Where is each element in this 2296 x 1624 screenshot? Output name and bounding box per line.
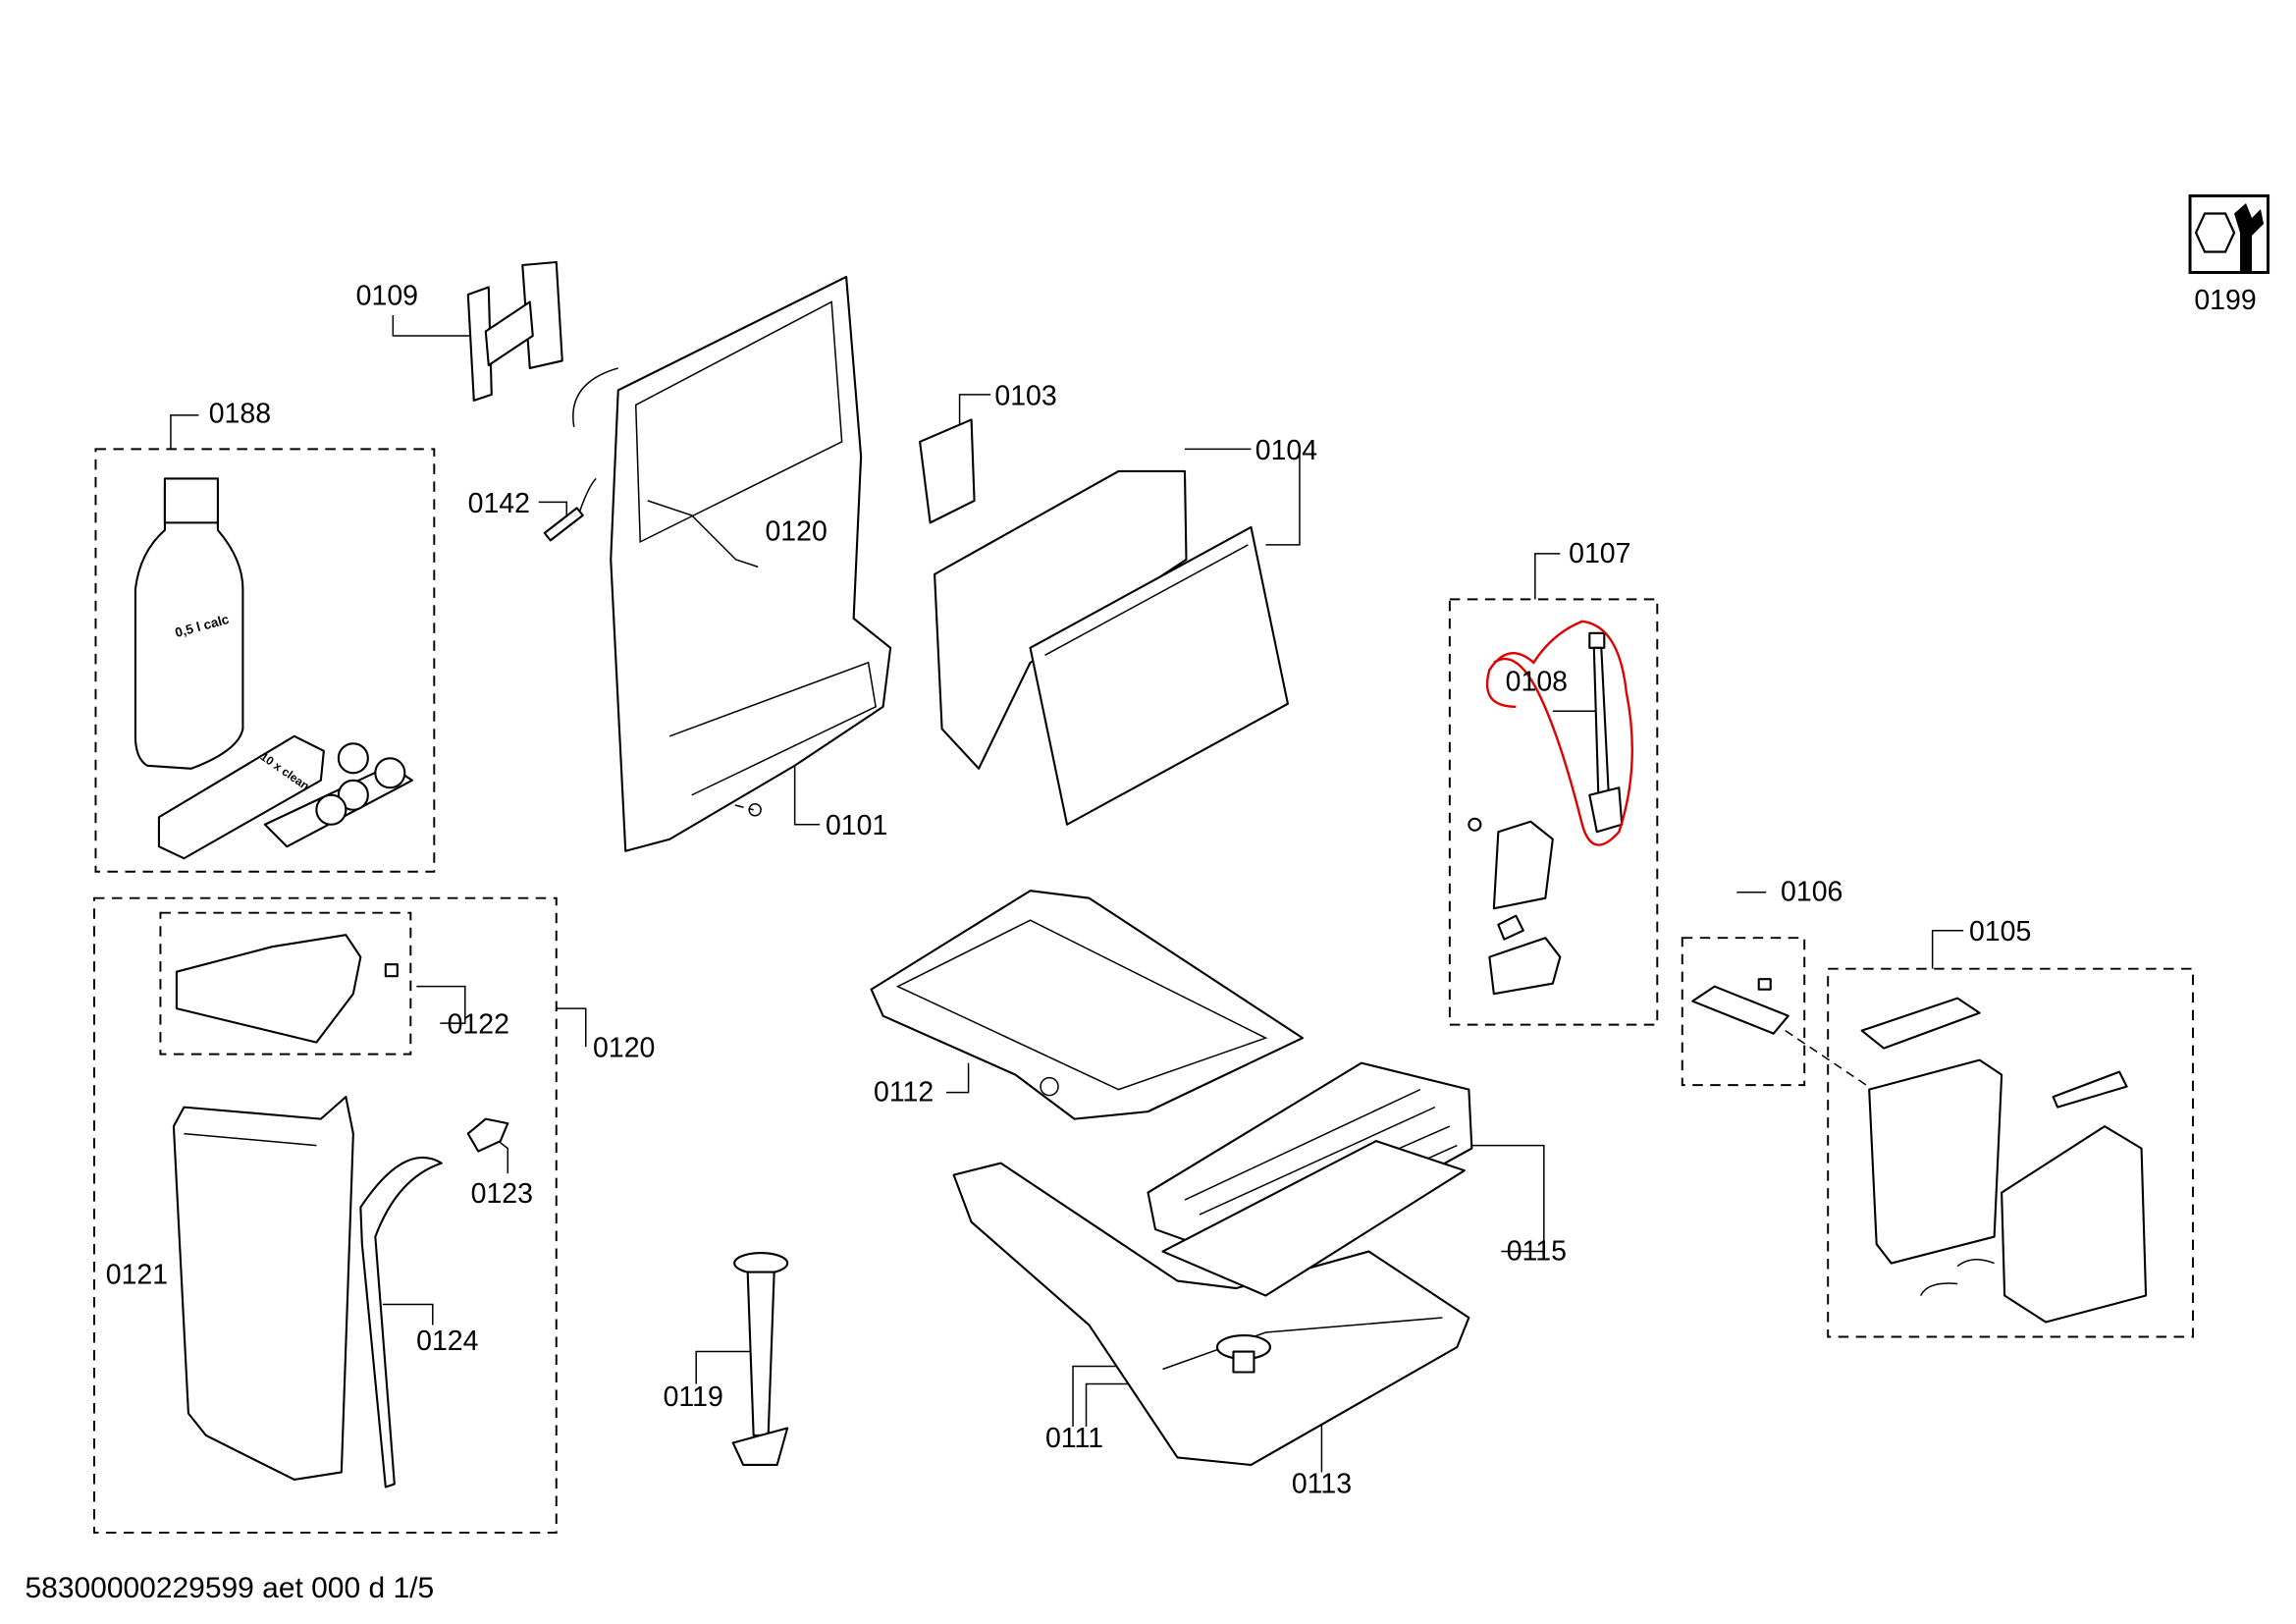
label-0188[interactable]: 0188 <box>209 398 271 429</box>
label-0115[interactable]: 0115 <box>1507 1236 1567 1268</box>
part-0124-hose <box>359 1156 443 1489</box>
part-0106-latch <box>1691 978 1789 1035</box>
part-0113-float <box>1215 1333 1271 1374</box>
label-0109[interactable]: 0109 <box>356 280 418 311</box>
label-0111[interactable]: 0111 <box>1045 1423 1103 1454</box>
label-0122[interactable]: 0122 <box>448 1009 509 1041</box>
group-box-0105 <box>1827 967 2195 1338</box>
label-0124[interactable]: 0124 <box>416 1326 478 1357</box>
label-0120-group[interactable]: 0120 <box>593 1033 655 1064</box>
part-0188-descaler-bottle: 0,5 l calc <box>133 477 244 770</box>
label-0107[interactable]: 0107 <box>1569 538 1630 569</box>
label-0105[interactable]: 0105 <box>1969 916 2031 947</box>
part-0104-panel <box>934 469 1289 826</box>
label-0123[interactable]: 0123 <box>471 1178 533 1210</box>
part-0119-tube <box>731 1252 789 1467</box>
label-0112[interactable]: 0112 <box>874 1077 934 1109</box>
part-0115-grate <box>1147 1061 1473 1297</box>
label-0199[interactable]: 0199 <box>2194 285 2256 316</box>
group-box-0122 <box>159 911 412 1056</box>
part-0109-holder <box>466 260 563 402</box>
part-labels: 0109 0188 0142 0120 0103 0104 0101 0107 … <box>106 280 2257 1499</box>
part-0105-module <box>1860 997 2148 1324</box>
label-0113[interactable]: 0113 <box>1292 1468 1352 1499</box>
tool-icon-0199[interactable] <box>2188 194 2270 274</box>
label-0121[interactable]: 0121 <box>106 1260 168 1291</box>
label-0104[interactable]: 0104 <box>1255 435 1317 466</box>
label-0101[interactable]: 0101 <box>826 810 887 841</box>
group-box-0120 <box>92 896 558 1534</box>
part-0142-sensor <box>543 477 597 542</box>
part-0188-cleaning-tablets: 10 x clean <box>157 734 413 860</box>
part-0112-drip-tray <box>870 890 1304 1120</box>
label-0108[interactable]: 0108 <box>1506 666 1568 697</box>
part-0123-valve <box>466 1117 509 1153</box>
wrench-icon <box>2234 203 2265 271</box>
group-box-0106 <box>1681 937 1806 1087</box>
part-0107-valve-assembly <box>1468 817 1562 996</box>
nut-icon <box>2194 212 2236 253</box>
part-0122-cover <box>175 934 399 1044</box>
part-0111-drip-container <box>952 1162 1470 1467</box>
part-0101-frame <box>572 275 892 852</box>
part-0121-water-tank <box>172 1096 354 1482</box>
part-0103-bracket <box>919 418 976 524</box>
label-0103[interactable]: 0103 <box>994 380 1056 411</box>
highlight-outline-0108 <box>1485 620 1633 846</box>
label-0106[interactable]: 0106 <box>1781 877 1842 908</box>
label-0120-cable[interactable]: 0120 <box>765 515 827 547</box>
label-0119[interactable]: 0119 <box>664 1381 723 1413</box>
leader-lines <box>170 314 1964 1473</box>
part-0108-tube <box>1588 631 1624 834</box>
drawing-footer-id: 58300000229599 aet 000 d 1/5 <box>25 1572 434 1604</box>
label-0142[interactable]: 0142 <box>468 488 530 519</box>
group-box-0188 <box>94 448 436 873</box>
